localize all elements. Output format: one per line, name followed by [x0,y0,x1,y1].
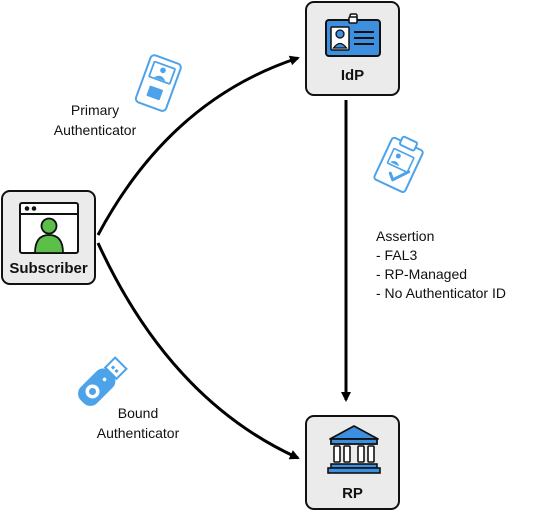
primary-label-line1: Primary [70,102,120,118]
clipboard-check-icon [373,135,424,193]
id-badge-icon [325,13,381,57]
assertion-item-no-authenticator-id: - No Authenticator ID [376,285,506,301]
bound-label-line1: Bound [117,405,159,421]
subscriber-label: Subscriber [9,260,88,277]
assertion-item-rp-managed: - RP-Managed [376,266,468,282]
idp-node: IdP [305,1,400,96]
assertion-label: Assertion - FAL3 - RP-Managed - No Authe… [376,227,506,303]
bound-authenticator-label: Bound Authenticator [88,403,188,443]
usb-security-key-icon [77,356,128,407]
rp-node: RP [305,415,400,510]
primary-authenticator-label: Primary Authenticator [45,100,145,140]
assertion-item-fal3: - FAL3 [376,247,418,263]
assertion-title: Assertion [376,228,435,244]
bound-label-line2: Authenticator [96,425,180,441]
bank-building-icon [327,425,381,474]
primary-authenticator-arrow [96,55,300,236]
user-browser-icon [19,202,79,254]
id-card-icon [134,54,182,112]
bound-authenticator-arrow [96,242,300,460]
subscriber-node: Subscriber [1,190,96,285]
rp-label: RP [342,485,363,502]
primary-label-line2: Authenticator [53,122,137,138]
idp-label: IdP [340,67,365,84]
